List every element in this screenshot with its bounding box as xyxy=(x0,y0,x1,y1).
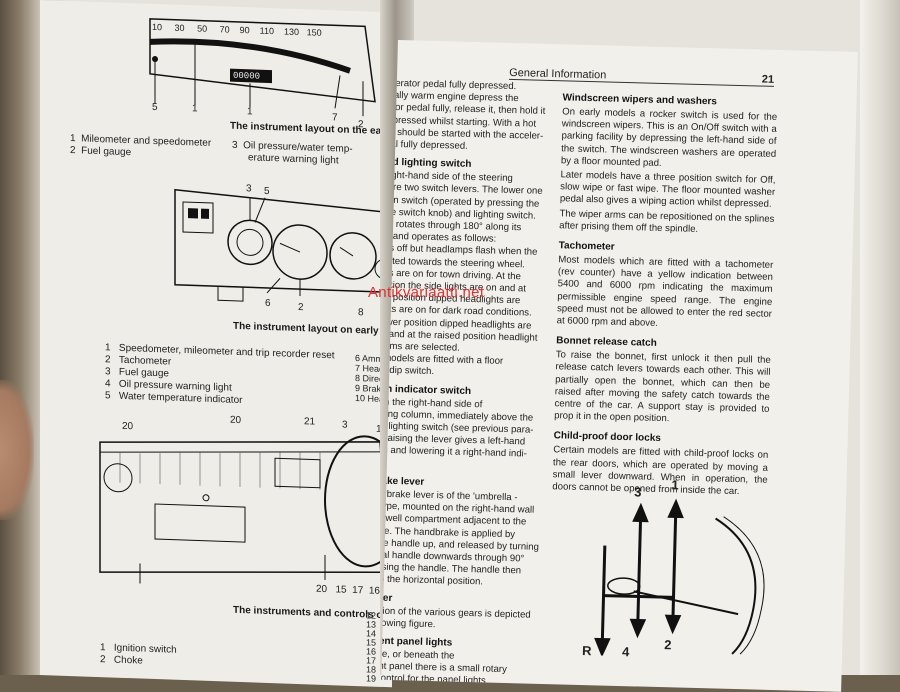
left-col-heading-24: Direction indicator switch xyxy=(381,383,472,397)
fig2-callout-5: 5 xyxy=(264,185,270,198)
scale-label-90: 90 xyxy=(239,24,250,36)
scale-label-130: 130 xyxy=(284,26,300,38)
page-edges xyxy=(860,0,900,675)
fig2-callout-8: 8 xyxy=(358,307,364,319)
gear-label-2: 2 xyxy=(664,637,672,653)
left-col-line-47: This is used in conjunction with the nor… xyxy=(381,684,521,692)
left-col-heading-40: Gear lever xyxy=(381,591,393,604)
right-col-line-3: The wiper arms can be repositioned on th… xyxy=(559,207,775,235)
fig1-callout-7: 7 xyxy=(332,112,338,124)
page-number: 21 xyxy=(761,73,775,86)
left-col-heading-31: Handbrake lever xyxy=(381,474,425,488)
scale-label-10: 10 xyxy=(152,21,163,33)
watermark: Antikvariaatti.net xyxy=(368,284,485,301)
left-col-heading-43: Instrument panel lights xyxy=(381,634,453,649)
odometer-readout: 00000 xyxy=(233,70,261,82)
fig1-callout-5: 5 xyxy=(152,101,158,114)
scale-label-50: 50 xyxy=(197,23,208,34)
scale-label-30: 30 xyxy=(174,22,185,34)
fig2-callout-6: 6 xyxy=(265,297,271,310)
gear-shift-diagram xyxy=(594,498,765,658)
right-col-line-5: Most models which are fitted with a tach… xyxy=(556,254,774,329)
fig1-callout-1b: 1 xyxy=(247,106,253,118)
fig3-callout-20b: 20 xyxy=(230,414,242,427)
dashboard-diagram xyxy=(99,435,392,584)
fig3-callout-20a: 20 xyxy=(122,420,134,433)
gear-label-4: 4 xyxy=(621,644,630,660)
fig1-callout-1a: 1 xyxy=(192,103,198,115)
fig3-legend-2: 2 Choke xyxy=(100,654,143,667)
scale-label-110: 110 xyxy=(259,25,275,37)
section-title: General Information xyxy=(509,66,607,82)
fig2-callout-2: 2 xyxy=(298,302,304,314)
speedometer-strip-diagram xyxy=(149,18,376,117)
left-column-text: the accelerator pedal fully depressed.In… xyxy=(381,77,545,692)
gear-label-3: 3 xyxy=(634,484,642,500)
right-col-line-7: To raise the bonnet, first unlock it the… xyxy=(554,349,771,425)
fig2-callout-3: 3 xyxy=(246,183,252,195)
scale-label-150: 150 xyxy=(306,27,322,38)
scale-label-70: 70 xyxy=(219,24,230,35)
fig1-caption: The instrument layout on the early model… xyxy=(230,120,392,139)
fig1-legend-2: 2 Fuel gauge xyxy=(70,145,132,159)
right-col-line-2: Later models have a three position switc… xyxy=(559,169,776,211)
right-page: General Information 21 the accelerator p… xyxy=(381,40,858,692)
right-col-line-1: On early models a rocker switch is used … xyxy=(560,106,778,169)
running-header: General Information 21 xyxy=(508,66,775,87)
left-page: 10 30 50 70 90 110 130 150 00000 5 1 1 7… xyxy=(40,0,392,688)
thumb xyxy=(0,380,34,520)
fig3-legend-right: 12 13 14 15 16 17 18 19 xyxy=(366,610,377,684)
gear-label-r: R xyxy=(581,643,592,659)
fig3-callout-21: 21 xyxy=(304,416,316,428)
fig3-callout-3: 3 xyxy=(342,419,348,431)
gear-label-1: 1 xyxy=(671,477,679,493)
fig1-legend-3b: erature warning light xyxy=(248,152,339,167)
ts-instrument-panel-diagram xyxy=(174,188,392,302)
left-col-heading-6: Horn and lighting switch xyxy=(381,156,472,171)
fig2-caption: The instrument layout on early TS models xyxy=(233,320,392,339)
